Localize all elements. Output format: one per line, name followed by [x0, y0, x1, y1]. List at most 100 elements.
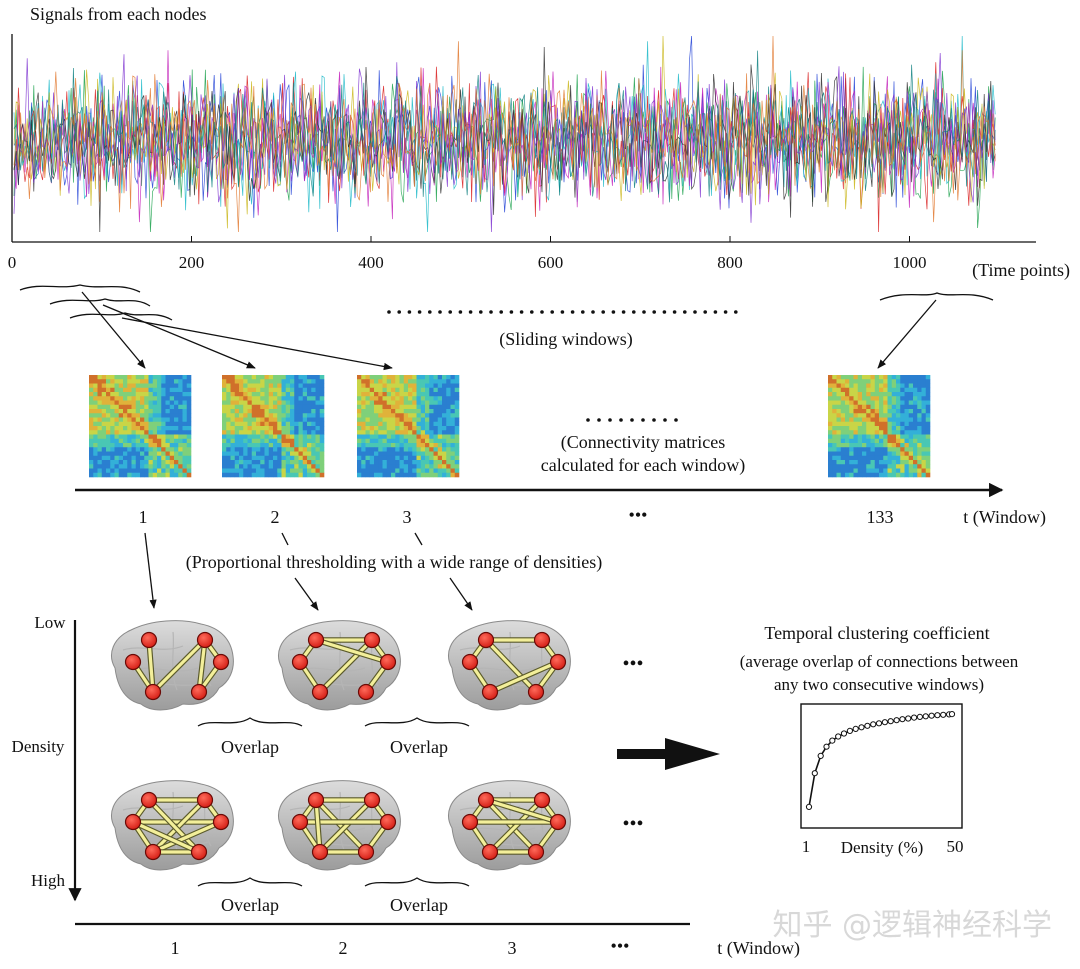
matrix-cell	[836, 472, 842, 478]
matrix-cell	[870, 387, 876, 393]
matrix-cell	[169, 421, 175, 427]
matrix-cell	[260, 438, 265, 444]
matrix-cell	[315, 421, 321, 427]
x-tick-label: 600	[538, 253, 564, 272]
matrix-cell	[925, 400, 931, 406]
signal-traces	[13, 35, 996, 233]
matrix-cell	[395, 443, 400, 448]
matrix-cell	[97, 443, 103, 448]
matrix-cell	[148, 387, 154, 393]
matrix-cell	[319, 413, 325, 418]
matrix-cell	[862, 443, 867, 448]
matrix-cell	[273, 413, 278, 418]
matrix-cell	[845, 430, 850, 435]
matrix-cell	[230, 434, 236, 440]
matrix-cell	[161, 387, 166, 393]
matrix-cell	[866, 383, 871, 389]
network-edge	[147, 638, 155, 694]
matrices-caption-line1: (Connectivity matrices	[561, 432, 725, 453]
matrix-cell	[148, 451, 154, 457]
matrix-cell	[152, 430, 158, 435]
matrix-cell	[378, 409, 383, 414]
matrix-cell	[840, 396, 846, 401]
matrix-cell	[870, 443, 876, 448]
row-ellipsis-high: •••	[622, 813, 643, 835]
matrix-cell	[412, 417, 417, 423]
matrix-cell	[412, 421, 417, 427]
matrix-cell	[152, 413, 158, 418]
matrix-cell	[273, 387, 278, 393]
matrix-cell	[454, 396, 460, 401]
matrix-cell	[140, 392, 145, 397]
matrix-cell	[891, 379, 897, 384]
matrix-cell	[925, 413, 931, 418]
matrix-cell	[408, 455, 413, 461]
matrix-cell	[285, 455, 291, 461]
matrix-cell	[135, 421, 141, 427]
matrix-cell	[369, 451, 375, 457]
matrix-cell	[131, 438, 137, 444]
matrix-cell	[374, 451, 379, 457]
matrix-cell	[260, 468, 265, 474]
matrix-cell	[169, 413, 175, 418]
matrix-cell	[101, 434, 107, 440]
matrix-cell	[319, 379, 325, 384]
matrix-cell	[311, 379, 316, 384]
matrix-cell	[879, 434, 884, 440]
matrix-cell	[315, 417, 321, 423]
matrix-cell	[386, 392, 392, 397]
matrix-cell	[437, 387, 443, 393]
matrix-cell	[836, 383, 842, 389]
tcc-curve	[808, 713, 953, 808]
matrix-cell	[849, 409, 854, 414]
matrix-cell	[361, 387, 366, 393]
matrix-cell	[144, 426, 149, 431]
matrix-cell	[374, 392, 379, 397]
tcc-point	[811, 770, 818, 777]
matrix-cell	[369, 387, 375, 393]
matrix-cell	[101, 392, 107, 397]
matrix-cell	[849, 455, 854, 461]
brain-sulcus	[459, 645, 521, 651]
matrix-cell	[93, 409, 98, 414]
matrix-cell	[896, 396, 901, 401]
matrix-cell	[243, 430, 248, 435]
matrix-cell	[442, 455, 447, 461]
matrix-cell	[285, 392, 291, 397]
matrix-cell	[239, 426, 244, 431]
matrix-cell	[896, 460, 901, 465]
matrix-cell	[178, 468, 183, 474]
matrix-cell	[268, 460, 274, 465]
matrix-cell	[161, 468, 166, 474]
matrix-cell	[302, 451, 308, 457]
matrix-cell	[178, 383, 183, 389]
matrix-cell	[106, 375, 111, 380]
matrix-cell	[917, 430, 922, 435]
matrix-cell	[311, 404, 316, 410]
matrix-cell	[144, 451, 149, 457]
matrix-cell	[319, 426, 325, 431]
matrix-cell	[446, 468, 451, 474]
matrix-cell	[222, 413, 227, 418]
matrix-cell	[896, 443, 901, 448]
matrix-cell	[230, 392, 236, 397]
matrix-cell	[281, 409, 287, 414]
bottom-window-axis-label: t (Window)	[717, 938, 800, 959]
matrix-cell	[369, 460, 375, 465]
matrix-cell	[403, 434, 409, 440]
matrix-cell	[89, 472, 94, 478]
network-node	[481, 843, 499, 861]
matrix-cell	[420, 443, 426, 448]
matrix-cell	[382, 379, 388, 384]
matrix-cell	[302, 404, 308, 410]
matrix-cell	[403, 460, 409, 465]
matrix-cell	[302, 375, 308, 380]
matrix-cell	[97, 400, 103, 406]
matrix-cell	[230, 460, 236, 465]
matrix-cell	[290, 417, 295, 423]
matrix-cell	[857, 434, 863, 440]
network-edge	[151, 798, 207, 854]
matrix-cell	[152, 417, 158, 423]
matrix-cell	[93, 464, 98, 469]
